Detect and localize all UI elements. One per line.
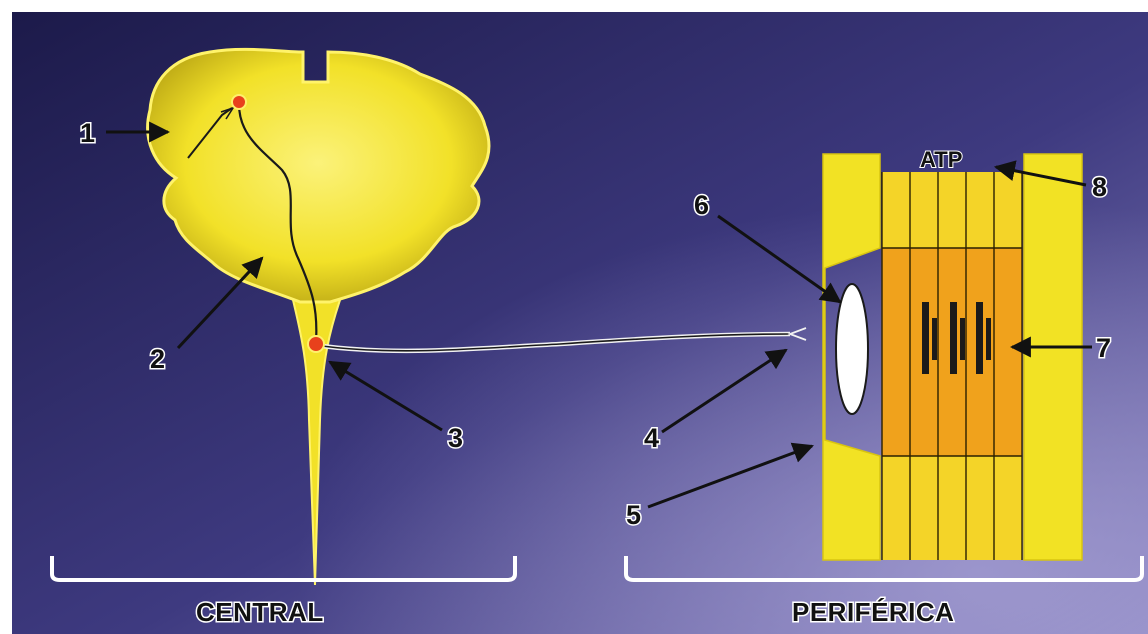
- neuromuscular-plate: [836, 284, 868, 414]
- label-1: 1: [80, 118, 95, 148]
- label-8: 8: [1092, 172, 1107, 202]
- muscle-right-band: [1024, 154, 1082, 560]
- label-3: 3: [448, 423, 463, 453]
- label-7: 7: [1096, 333, 1111, 363]
- myofibril-lower: [882, 456, 1022, 560]
- label-5: 5: [626, 500, 641, 530]
- label-2: 2: [150, 344, 165, 374]
- atp-label: ATP: [920, 147, 962, 172]
- label-4: 4: [644, 423, 659, 453]
- spinal-motor-neuron-icon: [308, 336, 324, 352]
- myofibril-upper: [882, 172, 1022, 248]
- label-6: 6: [694, 190, 709, 220]
- cortex-neuron-icon: [232, 95, 246, 109]
- central-caption: CENTRAL: [196, 597, 324, 627]
- muscle-fiber: [823, 154, 1082, 560]
- peripheral-caption: PERIFÉRICA: [792, 597, 954, 627]
